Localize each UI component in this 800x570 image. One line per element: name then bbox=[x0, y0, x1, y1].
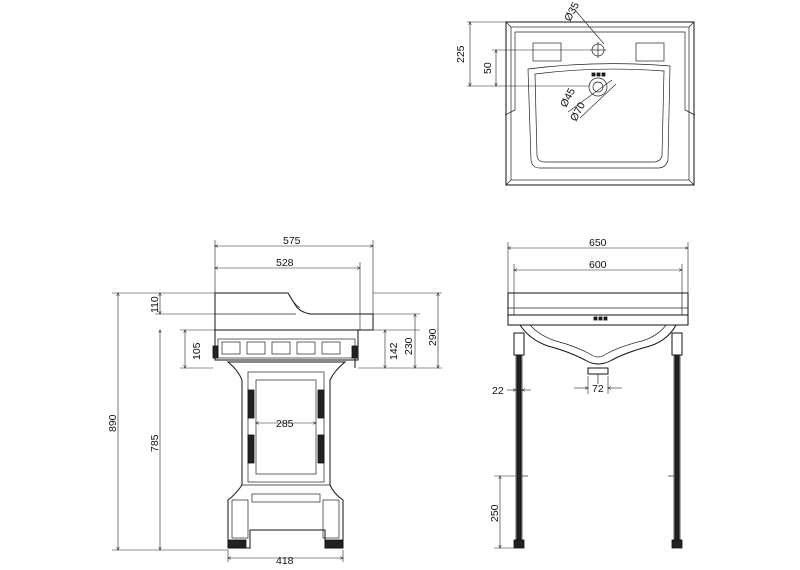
dim-w575: 575 bbox=[283, 235, 301, 247]
dim-h110: 110 bbox=[149, 296, 161, 313]
dim-h250: 250 bbox=[489, 504, 501, 522]
dim-h142: 142 bbox=[388, 342, 400, 360]
dim-h225: 225 bbox=[455, 45, 467, 63]
top-view-basin bbox=[467, 9, 696, 186]
dim-w528: 528 bbox=[276, 257, 294, 269]
dim-w285: 285 bbox=[276, 418, 294, 430]
dim-h230: 230 bbox=[403, 337, 415, 355]
dim-h105: 105 bbox=[191, 342, 203, 360]
dim-w600: 600 bbox=[589, 259, 607, 271]
dim-w72: 72 bbox=[592, 383, 604, 395]
dim-h785: 785 bbox=[149, 434, 161, 452]
dim-h50: 50 bbox=[482, 62, 494, 74]
waste-inner-icon bbox=[592, 81, 604, 93]
waste-outer-icon bbox=[588, 77, 608, 97]
side-view-washstand bbox=[112, 240, 442, 562]
dim-w650: 650 bbox=[589, 237, 607, 249]
dim-h290: 290 bbox=[427, 328, 439, 346]
dim-h890: 890 bbox=[107, 414, 119, 432]
dim-w418: 418 bbox=[276, 555, 294, 565]
dim-d35: Ø35 bbox=[562, 0, 582, 23]
dim-w22: 22 bbox=[492, 385, 504, 397]
front-view-washstand bbox=[494, 242, 689, 549]
